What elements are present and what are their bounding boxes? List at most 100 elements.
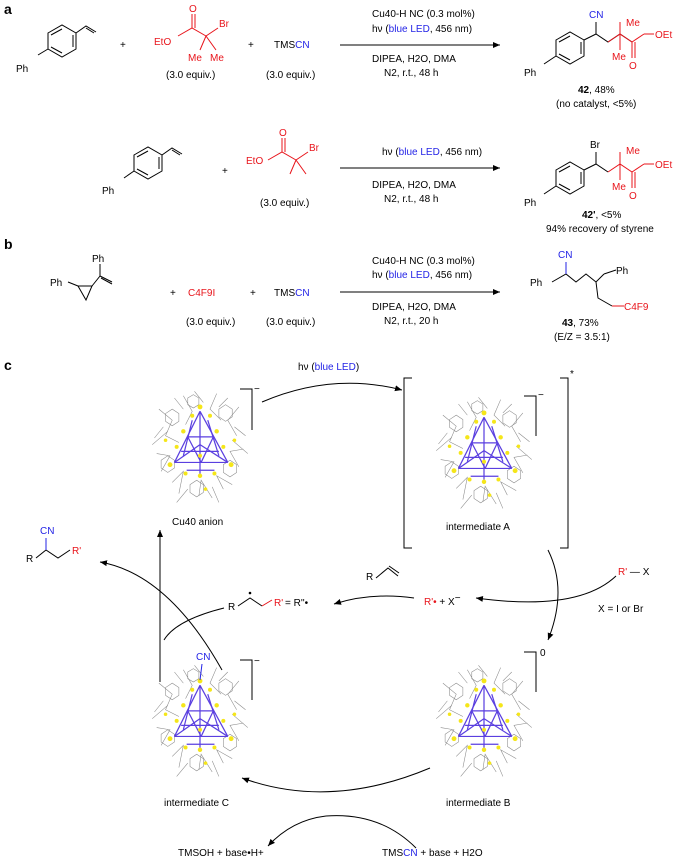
- radical-addition-arrow: [333, 595, 415, 605]
- excitation-arrow: [261, 382, 403, 403]
- charge-label: −: [254, 384, 260, 395]
- intermediate-a-cluster-image: [435, 396, 533, 510]
- tmscn-label: TMSCN: [274, 288, 310, 299]
- condition-catalyst: Cu40-H NC (0.3 mol%): [372, 9, 475, 20]
- carbonyl-o-label: O: [189, 4, 197, 15]
- tmscn-entry-arrow: [325, 815, 417, 849]
- alkene-structure: R: [366, 565, 400, 583]
- phenyl-label: Ph: [50, 278, 62, 289]
- phenyl-label: Ph: [616, 266, 628, 277]
- condition-reagents: DIPEA, H2O, DMA: [372, 180, 456, 191]
- intermediate-a-label: intermediate A: [446, 522, 510, 533]
- cu40-cluster-image: [151, 390, 249, 504]
- ethoxy-label: EtO: [246, 156, 263, 167]
- perfluorobutyl-iodide-label: C4F9I: [188, 288, 215, 299]
- control-note: (no catalyst, <5%): [556, 99, 636, 110]
- phenyl-label: Ph: [92, 254, 104, 265]
- adduct-equals-label: = R''•: [285, 598, 309, 609]
- phenyl-label: Ph: [102, 186, 114, 197]
- panel-label-c: c: [4, 357, 12, 373]
- condition-light: hν (blue LED, 456 nm): [372, 270, 472, 281]
- condition-catalyst: Cu40-H NC (0.3 mol%): [372, 256, 475, 267]
- phenyl-label: Ph: [16, 64, 28, 75]
- perfluorobutyl-label: C4F9: [624, 302, 649, 313]
- adduct-r-label: R: [228, 602, 235, 613]
- byproduct-label: TMSOH + base•H+: [178, 848, 264, 859]
- cyclopropyl-styrene-structure: Ph Ph: [50, 254, 113, 302]
- charge-bracket: [524, 651, 537, 692]
- excited-state-star: *: [570, 369, 574, 380]
- condition-light: hν (blue LED, 456 nm): [372, 24, 472, 35]
- condition-atmosphere: N2, r.t., 48 h: [384, 68, 438, 79]
- panel-label-b: b: [4, 236, 13, 252]
- ethoxy-label: EtO: [154, 37, 171, 48]
- bromo-label: Br: [219, 19, 230, 30]
- phenyl-label: Ph: [524, 198, 536, 209]
- charge-label: −: [254, 656, 260, 667]
- tmsoh-release-arrow: [267, 815, 327, 847]
- methyl-label: Me: [612, 52, 626, 63]
- ethoxy-label: OEt: [655, 160, 672, 171]
- plus-sign: +: [120, 40, 126, 51]
- methyl-label: Me: [210, 53, 224, 64]
- intermediate-c-cluster-image: [151, 664, 249, 778]
- charge-bracket: [240, 659, 253, 700]
- methyl-label: Me: [188, 53, 202, 64]
- condition-reagents: DIPEA, H2O, DMA: [372, 302, 456, 313]
- recovery-note: 94% recovery of styrene: [546, 224, 654, 235]
- product-42-structure: CN Me Me OEt O Ph: [524, 10, 672, 79]
- radical-capture-arrow: [163, 607, 225, 641]
- product-r-label: R: [26, 554, 33, 565]
- methyl-label: Me: [612, 182, 626, 193]
- ethoxy-label: OEt: [655, 30, 672, 41]
- isomer-ratio: (E/Z = 3.5:1): [554, 332, 610, 343]
- charge-label: 0: [540, 648, 546, 659]
- equiv-label: (3.0 equiv.): [266, 70, 315, 81]
- carbonyl-o-label: O: [629, 191, 637, 202]
- methyl-label: Me: [626, 146, 640, 157]
- condition-atmosphere: N2, r.t., 48 h: [384, 194, 438, 205]
- tmscn-label: TMSCN: [274, 40, 310, 51]
- bromoester-structure: O EtO Br Me Me: [154, 4, 230, 64]
- bracket-left: [403, 377, 412, 549]
- condition-reagents: DIPEA, H2O, DMA: [372, 54, 456, 65]
- condition-atmosphere: N2, r.t., 20 h: [384, 316, 438, 327]
- cyanide-transfer-arrow: [241, 767, 431, 793]
- plus-sign: +: [222, 166, 228, 177]
- panel-label-a: a: [4, 1, 12, 17]
- cu40-anion-label: Cu40 anion: [172, 517, 223, 528]
- plus-sign: +: [170, 288, 176, 299]
- halide-release-arrow: [475, 575, 617, 603]
- plus-sign: +: [248, 40, 254, 51]
- plus-sign: +: [250, 288, 256, 299]
- product-yield: 42', <5%: [582, 210, 621, 221]
- charge-bracket: [524, 395, 537, 436]
- alkene-r-label: R: [366, 572, 373, 583]
- intermediate-b-cluster-image: [435, 664, 533, 778]
- intermediate-b-label: intermediate B: [446, 798, 511, 809]
- excitation-label: hν (blue LED): [298, 362, 359, 373]
- cyano-label: CN: [196, 652, 210, 663]
- bracket-right: [560, 377, 569, 549]
- phenyl-label: Ph: [524, 68, 536, 79]
- electron-transfer-arrow: [547, 549, 559, 641]
- product-release-arrow: [99, 560, 223, 671]
- condition-light: hν (blue LED, 456 nm): [382, 147, 482, 158]
- equiv-label: (3.0 equiv.): [166, 70, 215, 81]
- intermediate-c-label: intermediate C: [164, 798, 229, 809]
- cyano-label: CN: [589, 10, 603, 21]
- product-yield: 42, 48%: [578, 85, 615, 96]
- halide-definition: X = I or Br: [598, 604, 644, 615]
- charge-label: −: [538, 390, 544, 401]
- cyano-label: CN: [558, 250, 572, 261]
- radical-adduct-structure: R R' = R''•: [228, 591, 309, 613]
- radical-release-label: R'• + X−: [424, 593, 461, 608]
- methyl-label: Me: [626, 18, 640, 29]
- charge-bracket: [240, 388, 253, 430]
- vinylbiphenyl-structure: Ph: [102, 146, 183, 197]
- product-43-structure: CN Ph Ph C4F9: [530, 250, 649, 313]
- bromo-label: Br: [590, 140, 601, 151]
- nitrile-product-structure: CN R R': [26, 526, 81, 565]
- adduct-rprime-label: R': [274, 598, 283, 609]
